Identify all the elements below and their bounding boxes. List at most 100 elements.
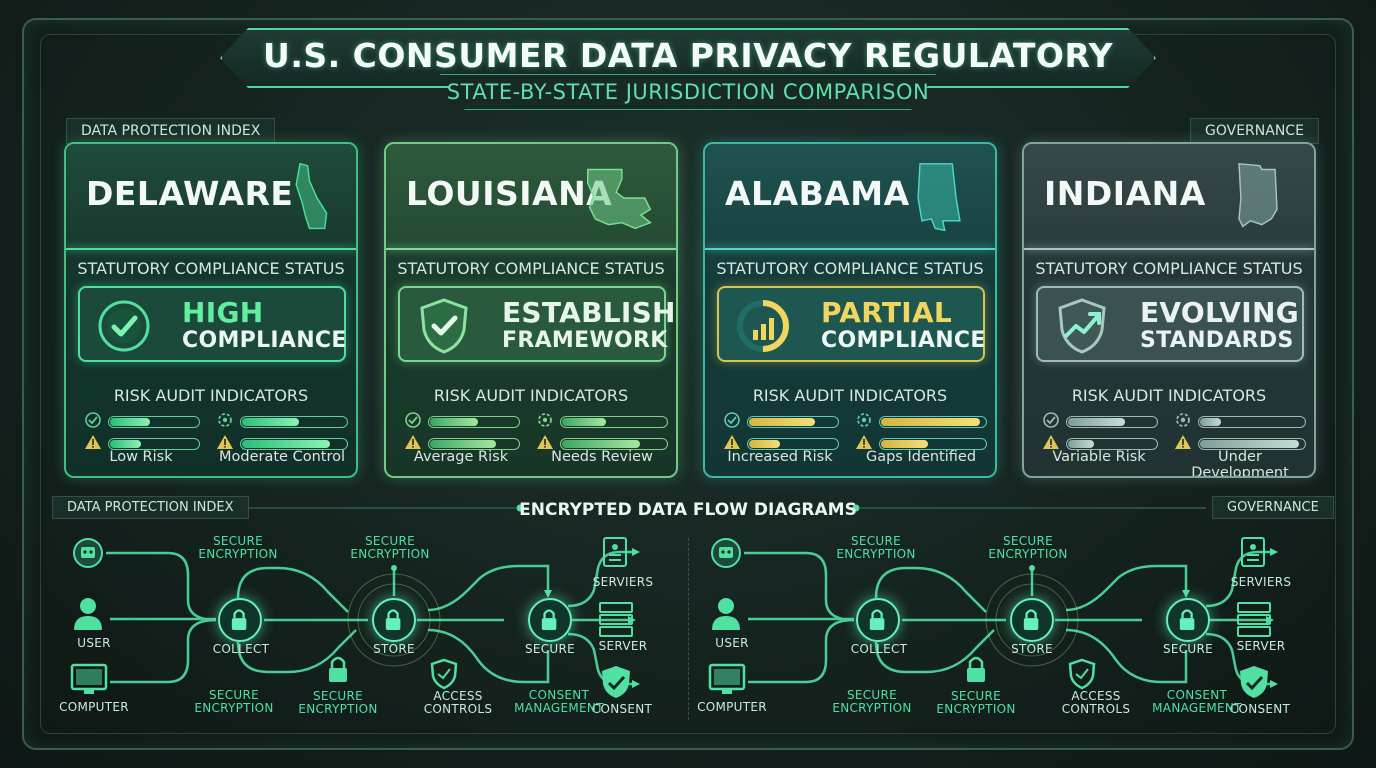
flow-connectors — [70, 537, 640, 698]
card-divider — [66, 248, 356, 250]
secure-node — [528, 598, 572, 642]
badge-line-2: COMPLIANCE — [821, 328, 986, 353]
server-document-icon — [603, 537, 627, 567]
risk-audit-label: RISK AUDIT INDICATORS — [433, 386, 629, 405]
lock-icon — [541, 609, 557, 630]
computer-icon — [70, 663, 108, 694]
progress-chart-icon — [737, 300, 789, 352]
risk-bar — [879, 416, 987, 428]
badge-line-1: HIGH — [182, 296, 264, 329]
state-card-louisiana: LOUISIANA STATUTORY COMPLIANCE STATUS ESTA… — [384, 142, 678, 478]
label-secure-encryption: SECURE ENCRYPTION — [194, 688, 274, 715]
user-icon — [74, 598, 102, 630]
compliance-status-label: STATUTORY COMPLIANCE STATUS — [1035, 259, 1303, 278]
gear-icon — [216, 412, 234, 428]
badge-line-1: ESTABLISHED — [502, 296, 676, 329]
collect-node — [218, 598, 262, 642]
risk-bar — [240, 416, 348, 428]
label-consent: CONSENT — [1229, 702, 1291, 716]
warning-icon — [855, 434, 873, 450]
lock-icon — [1023, 609, 1039, 630]
subtitle-banner — [440, 74, 936, 110]
lock-icon — [967, 656, 985, 682]
label-servers: SERVIERS — [1230, 575, 1292, 589]
label-secure: SECURE — [524, 642, 576, 656]
label-user: USER — [715, 636, 749, 650]
gear-icon — [855, 412, 873, 428]
gear-icon — [536, 412, 554, 428]
label-collect: COLLECT — [850, 642, 908, 656]
risk-bar — [747, 416, 839, 428]
compliance-status-label: STATUTORY COMPLIANCE STATUS — [716, 259, 984, 278]
risk-bar — [1198, 416, 1306, 428]
trend-shield-icon — [1058, 298, 1106, 354]
user-icon — [712, 598, 740, 630]
label-secure-encryption: SECURE ENCRYPTION — [988, 534, 1068, 561]
state-map-icon — [586, 168, 652, 230]
badge-line-1: EVOLVING — [1140, 296, 1299, 329]
label-user: USER — [77, 636, 111, 650]
risk-left-label: Average Risk — [413, 449, 509, 465]
state-name: LOUISIANA — [406, 174, 613, 213]
label-secure-encryption: SECURE ENCRYPTION — [832, 688, 912, 715]
shield-icon — [1068, 658, 1096, 690]
warning-icon — [84, 434, 102, 450]
risk-bar — [1066, 438, 1158, 450]
state-name: DELAWARE — [86, 174, 294, 213]
lock-icon — [1179, 609, 1195, 630]
risk-bar — [1066, 416, 1158, 428]
risk-audit-label: RISK AUDIT INDICATORS — [113, 386, 309, 405]
check-shield-icon — [98, 300, 150, 352]
flow-title: ENCRYPTED DATA FLOW DIAGRAMS — [519, 500, 857, 520]
risk-left-label: Low Risk — [109, 449, 173, 465]
risk-audit-label: RISK AUDIT INDICATORS — [752, 386, 948, 405]
risk-bar — [108, 438, 200, 450]
lock-icon — [231, 609, 247, 630]
page-subtitle: STATE-BY-STATE JURISDICTION COMPARISON — [446, 80, 930, 104]
label-access-controls: ACCESS CONTROLS — [1061, 689, 1131, 716]
server-rack-icon — [1237, 602, 1271, 637]
card-divider — [705, 248, 995, 250]
warning-icon — [404, 434, 422, 450]
lock-icon — [329, 656, 347, 682]
risk-bar — [560, 416, 668, 428]
badge-line-1: PARTIAL — [821, 296, 953, 329]
flow-tag-governance: GOVERNANCE — [1212, 496, 1334, 519]
state-name: INDIANA — [1044, 174, 1206, 213]
risk-bar — [560, 438, 668, 450]
label-secure-encryption: SECURE ENCRYPTION — [198, 534, 278, 561]
risk-audit-label: RISK AUDIT INDICATORS — [1071, 386, 1267, 405]
label-servers: SERVIERS — [592, 575, 654, 589]
state-map-icon — [917, 163, 961, 232]
state-map-icon — [1238, 163, 1278, 228]
label-computer: COMPUTER — [59, 700, 129, 714]
label-secure-encryption: SECURE ENCRYPTION — [298, 689, 378, 716]
risk-bar — [428, 438, 520, 450]
label-secure: SECURE — [1162, 642, 1214, 656]
label-computer: COMPUTER — [697, 700, 767, 714]
card-header — [386, 144, 676, 248]
store-node — [372, 598, 416, 642]
compliance-status-label: STATUTORY COMPLIANCE STATUS — [397, 259, 665, 278]
flow-divider — [688, 538, 689, 720]
check-circle-icon — [404, 412, 422, 428]
risk-bar — [240, 438, 348, 450]
server-document-icon — [1241, 537, 1265, 567]
state-map-icon — [295, 162, 328, 230]
label-store: STORE — [373, 642, 415, 656]
shield-check-icon — [420, 298, 468, 354]
risk-right-label: Needs Review — [551, 449, 653, 465]
risk-left-label: Increased Risk — [727, 449, 833, 465]
risk-right-label: Moderate Control — [219, 449, 345, 465]
label-secure-encryption: SECURE ENCRYPTION — [836, 534, 916, 561]
flow-tag-data-protection-index: DATA PROTECTION INDEX — [52, 496, 249, 519]
warning-icon — [1174, 434, 1192, 450]
risk-bar — [1198, 438, 1306, 450]
robot-shield-icon — [73, 538, 103, 568]
card-divider — [386, 248, 676, 250]
warning-icon — [1042, 434, 1060, 450]
